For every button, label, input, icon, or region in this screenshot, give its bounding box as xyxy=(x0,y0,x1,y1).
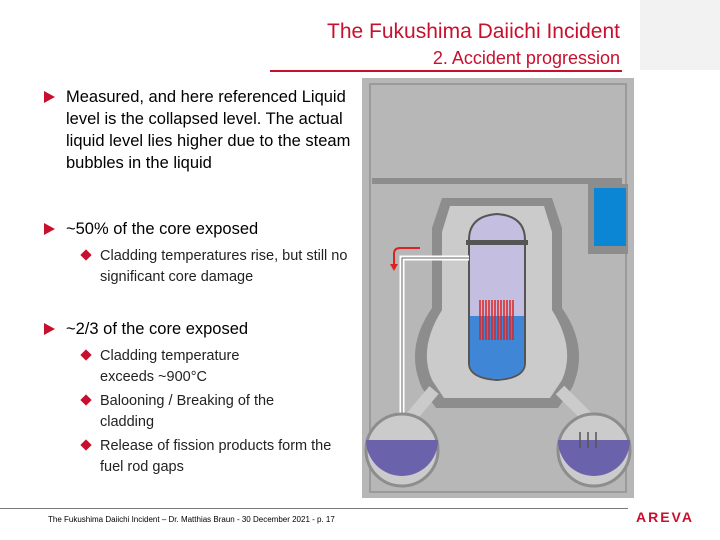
bullet-text: ~50% of the core exposed xyxy=(66,220,259,238)
sub-bullet-text: Release of fission products form the fue… xyxy=(100,438,332,475)
spent-fuel-pool xyxy=(594,188,626,246)
triangle-bullet-icon xyxy=(44,91,55,103)
vessel-flange xyxy=(466,240,528,245)
operating-floor xyxy=(372,178,622,184)
sub-bullet: Cladding temperature exceeds ~900°C xyxy=(44,346,285,388)
slide-title: The Fukushima Daiichi Incident xyxy=(327,20,620,43)
bullet-half-core: ~50% of the core exposed xyxy=(44,218,364,240)
sub-bullet: Balooning / Breaking of the cladding xyxy=(44,391,320,433)
vessel-water xyxy=(470,316,524,379)
bullet-text: ~2/3 of the core exposed xyxy=(66,320,249,338)
footer-text: The Fukushima Daiichi Incident – Dr. Mat… xyxy=(48,515,335,524)
slide-subtitle: 2. Accident progression xyxy=(432,48,620,68)
sub-bullet: Cladding temperatures rise, but still no… xyxy=(44,246,370,288)
sub-bullet-text: Cladding temperature exceeds ~900°C xyxy=(100,348,240,385)
reactor-building-diagram xyxy=(362,78,634,498)
bullet-collapsed-level: Measured, and here referenced Liquid lev… xyxy=(44,86,356,174)
triangle-bullet-icon xyxy=(44,323,55,335)
bullet-text: Measured, and here referenced Liquid lev… xyxy=(66,88,351,172)
arrow-head-icon xyxy=(390,264,398,271)
fuel-rods xyxy=(479,300,514,340)
footer-divider xyxy=(0,508,628,509)
bullet-two-thirds-core: ~2/3 of the core exposed xyxy=(44,318,364,340)
sub-bullet: Release of fission products form the fue… xyxy=(44,436,340,478)
torus-water-right xyxy=(558,440,630,476)
diamond-bullet-icon xyxy=(80,349,92,361)
title-divider xyxy=(270,70,622,72)
steam-pipe-outline xyxy=(401,257,469,428)
building-wall xyxy=(369,83,627,493)
flow-arrow xyxy=(393,247,420,264)
diamond-bullet-icon xyxy=(80,394,92,406)
diamond-bullet-icon xyxy=(80,439,92,451)
brand-logo: AREVA xyxy=(636,509,694,525)
diamond-bullet-icon xyxy=(80,249,92,261)
torus-water-left xyxy=(366,440,438,476)
sub-bullet-text: Balooning / Breaking of the cladding xyxy=(100,393,275,430)
header-corner-box xyxy=(640,0,720,70)
sub-bullet-text: Cladding temperatures rise, but still no… xyxy=(100,248,348,285)
triangle-bullet-icon xyxy=(44,223,55,235)
bullet-list: Measured, and here referenced Liquid lev… xyxy=(44,86,364,478)
torus-downcomer xyxy=(579,432,597,448)
